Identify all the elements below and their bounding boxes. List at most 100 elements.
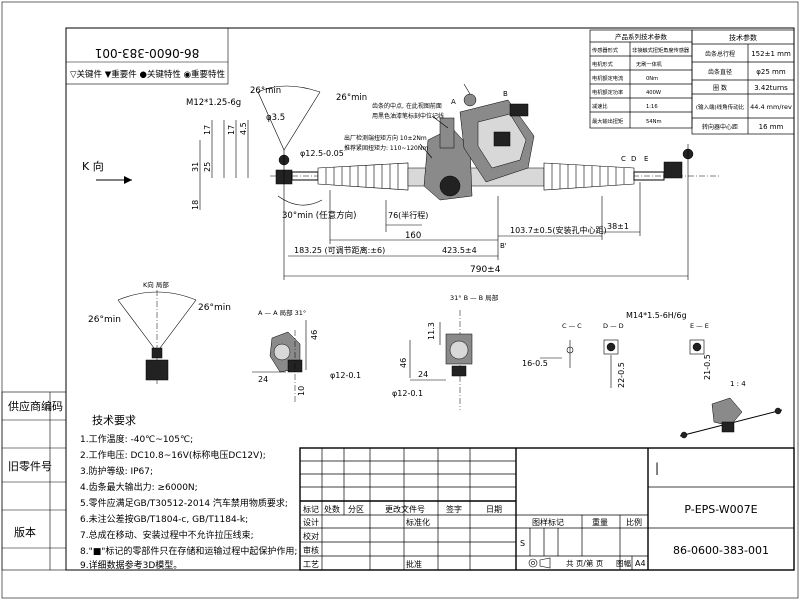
dim-angle-2: 26°min [336, 93, 367, 103]
spec-table-series: 产品系列技术参数 传感器形式 非接触式扭矩角度传感器 电机形式 无刷一体机 电机… [589, 29, 693, 129]
section-dd: M14*1.5-6H/6g D — D 22-0.5 [603, 311, 687, 388]
tech-req-8: 8."■"标记的零部件只在存储和运输过程中起保护作用; [80, 545, 297, 557]
marker-d: D [631, 155, 636, 163]
tb-divider: | [655, 461, 659, 475]
tb-h-doc: 更改文件号 [385, 504, 425, 514]
spec1-r2-v: 0Nm [646, 76, 658, 82]
left-bellows [317, 162, 409, 191]
tb-a4: A4 [635, 559, 646, 568]
bb-phi12: φ12-0.1 [392, 389, 423, 398]
tb-weight: 重量 [592, 517, 608, 527]
dim-angle-30: 30°min (任意方向) [282, 210, 356, 221]
bb-d24: 24 [418, 370, 428, 379]
view-k-label: K 向 [82, 159, 104, 173]
spec1-r3-v: 400W [646, 90, 661, 96]
k-local-view: K向 局部 26°min 26°min [88, 280, 231, 386]
dim-1037: 103.7±0.5(安装孔中心距) [510, 225, 607, 235]
dim-18: 18 [191, 200, 200, 210]
dim-4235: 423.5±4 [442, 246, 477, 255]
motor-ecu [459, 83, 535, 183]
section-bb: 31° B — B 局部 11.3 46 24 φ12-0.1 [392, 293, 499, 410]
tb-h-zone: 分区 [348, 505, 364, 514]
projection-symbol [528, 557, 551, 569]
tb-h-count: 处数 [324, 504, 340, 514]
spec2-r4-k: 转向器中心距 [702, 123, 738, 131]
dim-18325: 183.25 (可调节距离:±6) [294, 245, 385, 255]
aa-phi12: φ12-0.1 [330, 371, 361, 380]
left-tie-rod-end [275, 150, 319, 200]
tech-requirements: 技术要求 1.工作温度: -40℃~105℃; 2.工作电压: DC10.8~1… [80, 414, 297, 571]
cc-d16: 16-0.5 [522, 359, 548, 368]
dim-phi12: φ12.5-0.05 [300, 149, 344, 158]
main-view: M12*1.25-6g 26°min 26°min φ3.5 φ12.5-0.0… [82, 83, 720, 280]
note-torque-2: 推荐紧固扭矩力: 110~120Nm [344, 144, 428, 152]
tech-req-6: 6.未注公差按GB/T1804-c, GB/T1184-k; [80, 513, 248, 525]
tech-req-2: 2.工作电压: DC10.8~16V(标称电压DC12V); [80, 449, 266, 461]
spec1-r3-k: 电机额定功率 [592, 88, 623, 96]
dim-160: 160 [405, 231, 421, 241]
ee-d21: 21-0.5 [703, 354, 712, 380]
aa-d10: 10 [297, 386, 306, 396]
stamp-code: 86-0600-383-001 [95, 46, 200, 60]
spec1-r1-k: 电机形式 [592, 60, 614, 68]
scale-note: 1 : 4 [730, 380, 746, 388]
tech-req-9: 9.详细数据参考3D模型。 [80, 559, 182, 571]
bb-d46: 46 [399, 358, 408, 368]
tb-product: P-EPS-W007E [684, 503, 757, 516]
spec1-r0-v: 非接触式扭矩角度传感器 [632, 46, 690, 54]
tb-design: 设计 [303, 517, 319, 527]
dim-31: 31 [191, 162, 200, 172]
dim-45: 4.5 [239, 122, 248, 135]
spec2-r0-k: 齿条总行程 [705, 50, 735, 58]
stamp-legend: ▽关键件 ▼重要件 ●关键特性 ◉重要特性 [70, 69, 226, 80]
dim-17b: 17 [227, 125, 236, 135]
tb-scale: 比例 [626, 517, 642, 527]
dim-phi35: φ3.5 [266, 113, 285, 123]
tech-req-5: 5.零件应满足GB/T30512-2014 汽车禁用物质要求; [80, 497, 288, 509]
cc-title: C — C [562, 322, 582, 330]
spec1-title: 产品系列技术参数 [615, 32, 668, 41]
spec1-r5-v: 54Nm [646, 119, 662, 125]
marker-c: C [621, 155, 626, 163]
dim-790: 790±4 [470, 265, 501, 275]
spec2-title: 技术参数 [729, 33, 757, 42]
dim-thread-main: M12*1.25-6g [186, 98, 241, 108]
version-label: 版本 [14, 525, 36, 539]
k-local-title: K向 局部 [143, 280, 169, 289]
gearbox [423, 117, 473, 201]
spec2-r0-v: 152±1 mm [751, 50, 791, 58]
aa-d24: 24 [258, 375, 268, 384]
tech-req-7: 7.总成在移动、安装过程中不允许拉压线束; [80, 529, 254, 541]
bb-d113: 11.3 [427, 322, 436, 340]
tb-stage: 图样标记 [532, 517, 564, 527]
right-tie-rod-end [633, 144, 694, 181]
note-center-1: 齿条的中点, 在此视图前面 [372, 102, 442, 110]
section-ee: E — E 21-0.5 1 : 4 [689, 322, 746, 388]
tb-format: 图幅 [616, 558, 631, 568]
spec2-r2-v: 3.42turns [754, 84, 788, 92]
spec2-r2-k: 圈 数 [713, 84, 727, 92]
supplier-code-label: 供应商编码 [8, 399, 63, 413]
tb-std: 标准化 [406, 517, 430, 527]
dim-25: 25 [203, 162, 212, 172]
aa-title: A — A 局部 31° [258, 308, 306, 317]
tech-req-title: 技术要求 [92, 414, 136, 427]
spec1-r4-k: 减速比 [592, 102, 608, 110]
tb-craft: 工艺 [303, 560, 319, 569]
spec-table-tech: 技术参数 齿条总行程 152±1 mm 齿条直径 φ25 mm 圈 数 3.42… [691, 29, 795, 135]
k-ang-2: 26°min [198, 303, 231, 313]
dim-angle-1: 26°min [250, 86, 281, 96]
side-label-column: 供应商编码 旧零件号 版本 [1, 391, 67, 571]
title-block: 标记 处数 分区 更改文件号 签字 日期 设计 标准化 校对 审核 工艺 批准 … [299, 447, 795, 571]
stamp-box: 86-0600-383-001 ▽关键件 ▼重要件 ●关键特性 ◉重要特性 [65, 27, 229, 85]
tech-req-1: 1.工作温度: -40℃~105℃; [80, 433, 193, 445]
spec1-r4-v: 1:16 [646, 104, 658, 110]
tb-approve: 批准 [406, 559, 422, 569]
tb-total: 共 页/第 页 [566, 558, 604, 568]
tb-h-sign: 签字 [446, 504, 462, 514]
dim-76: 76(半行程) [388, 210, 428, 220]
tb-h-mark: 标记 [303, 504, 319, 514]
marker-a: A [451, 98, 456, 106]
